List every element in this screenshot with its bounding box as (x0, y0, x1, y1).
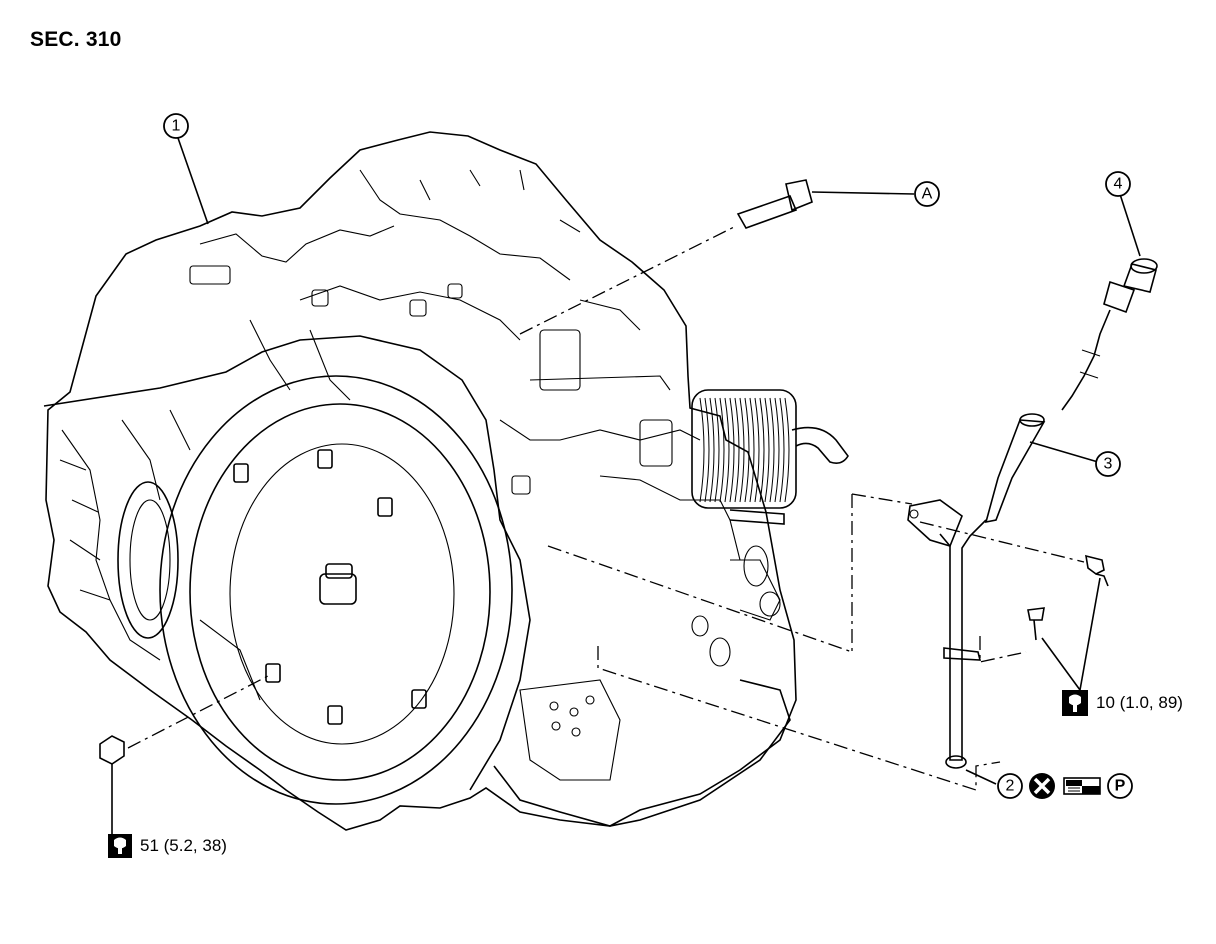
cooler-fin (724, 397, 730, 503)
cooler-fin (759, 397, 765, 503)
callout-4: 4 (1105, 171, 1131, 197)
cooler-fin (739, 397, 745, 503)
bracket-bolts (1027, 554, 1109, 691)
callout-2: 2 (997, 773, 1023, 799)
part-2-leader (965, 769, 997, 785)
callout-a: A (914, 181, 940, 207)
transaxle-assembly (43, 131, 849, 831)
nut-torque-spec: 51 (5.2, 38) (140, 836, 227, 855)
cooler-fin (714, 397, 720, 503)
cooler-fin (754, 397, 760, 503)
part-3-charging-pipe (907, 413, 1099, 769)
cooler-fin (784, 397, 790, 503)
cooler-fin (779, 397, 785, 503)
assembly-lines (547, 493, 1085, 791)
part-4-level-gauge (1061, 187, 1158, 411)
cooler-fin (744, 397, 750, 503)
callout-1-label: 1 (172, 118, 181, 135)
bolt-torque-spec: 10 (1.0, 89) (1096, 693, 1183, 712)
callout-2-label: 2 (1006, 778, 1015, 795)
cooler-fin (769, 397, 775, 503)
cooler-fin (764, 397, 770, 503)
callout-3: 3 (1095, 451, 1121, 477)
callout-a-label: A (922, 186, 933, 203)
cooler-fin (704, 397, 710, 503)
p-mark-label: P (1115, 778, 1126, 795)
callout-1: 1 (163, 113, 189, 139)
cooler-fin (749, 397, 755, 503)
bolt-a (519, 179, 915, 335)
p-mark-icon: P (1107, 773, 1133, 799)
callout-3-label: 3 (1104, 456, 1113, 473)
do-not-reuse-icon (1029, 773, 1055, 799)
cooler-fin (774, 397, 780, 503)
cooler-fin (699, 397, 705, 503)
drain-nut (99, 675, 269, 836)
torque-wrench-icon (108, 834, 132, 858)
section-title: SEC. 310 (30, 28, 122, 51)
cooler-fin (734, 397, 740, 503)
oil-cooler (691, 389, 849, 525)
torque-wrench-icon (1062, 690, 1088, 716)
cooler-fin (729, 397, 735, 503)
fluid-apply-icon (1063, 777, 1101, 795)
part-1-leader (177, 137, 209, 225)
cooler-fin (719, 397, 725, 503)
cooler-fin (709, 397, 715, 503)
callout-4-label: 4 (1114, 176, 1123, 193)
